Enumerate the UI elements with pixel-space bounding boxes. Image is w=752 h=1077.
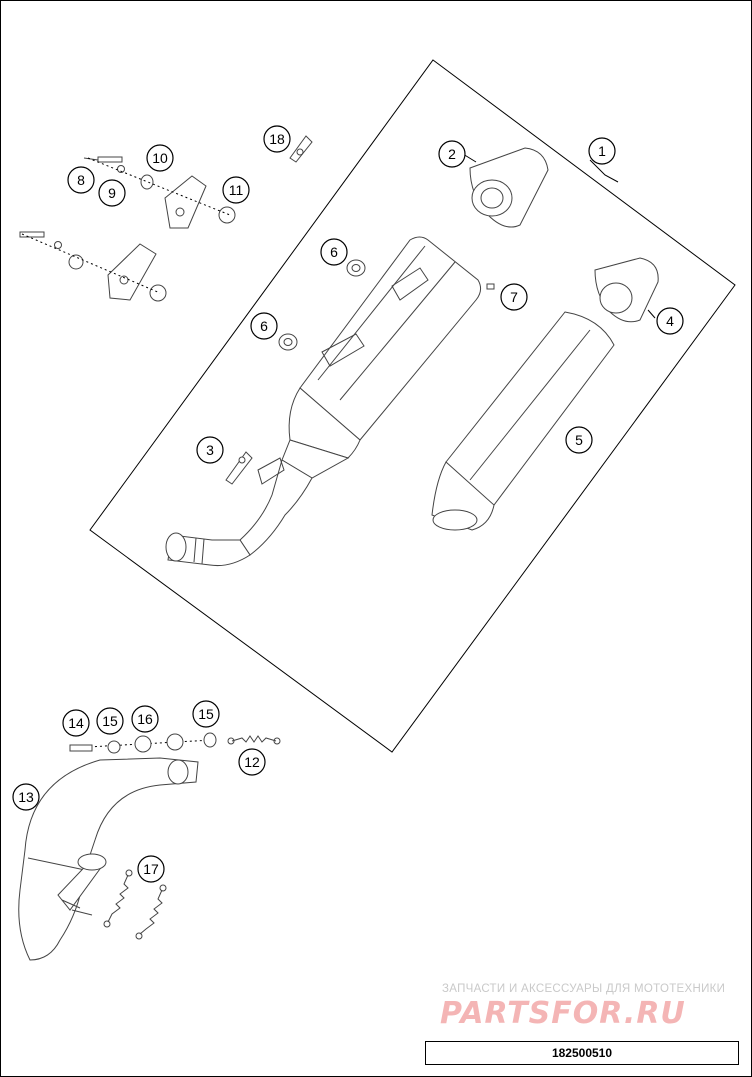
callout-6-lower[interactable]: 6 (250, 312, 278, 340)
watermark-logo: PARTSFOR.RU (440, 996, 686, 1031)
clamp-3 (225, 451, 253, 485)
callout-5[interactable]: 5 (565, 426, 593, 454)
callout-3[interactable]: 3 (196, 436, 224, 464)
callout-14[interactable]: 14 (62, 709, 90, 737)
svg-text:17: 17 (143, 861, 159, 877)
upper-bracket-set (83, 156, 236, 229)
spring-17a (103, 869, 133, 928)
callout-1[interactable]: 1 (588, 137, 616, 165)
svg-text:11: 11 (229, 182, 244, 198)
clamp-18 (289, 135, 313, 163)
svg-text:2: 2 (448, 146, 456, 162)
callout-15-right[interactable]: 15 (192, 700, 220, 728)
svg-text:10: 10 (152, 150, 168, 166)
svg-text:1: 1 (598, 143, 606, 159)
callout-16[interactable]: 16 (131, 705, 159, 733)
svg-text:8: 8 (77, 172, 85, 188)
callout-9[interactable]: 9 (98, 179, 126, 207)
callout-6-upper[interactable]: 6 (320, 238, 348, 266)
callout-17[interactable]: 17 (137, 855, 165, 883)
callout-13[interactable]: 13 (12, 783, 40, 811)
svg-text:14: 14 (68, 715, 84, 731)
callout-11[interactable]: 11 (222, 176, 250, 204)
assembly-outline (89, 59, 736, 753)
callout-8[interactable]: 8 (67, 166, 95, 194)
callout-2[interactable]: 2 (438, 140, 466, 168)
callout-7[interactable]: 7 (500, 283, 528, 311)
header-mount-hardware (69, 732, 217, 754)
callout-12[interactable]: 12 (238, 748, 266, 776)
svg-text:13: 13 (18, 789, 34, 805)
svg-text:5: 5 (575, 432, 583, 448)
spring-17b (135, 884, 167, 940)
header-pipe (18, 757, 199, 961)
svg-text:6: 6 (260, 318, 268, 334)
svg-text:7: 7 (510, 289, 518, 305)
silencer-assembly (165, 236, 482, 566)
lower-bracket-set (19, 231, 167, 302)
drawing-number: 182500510 (425, 1041, 739, 1065)
grommet-upper (346, 259, 366, 277)
watermark-tagline: ЗАПЧАСТИ И АКСЕССУАРЫ ДЛЯ МОТОТЕХНИКИ (442, 983, 726, 995)
callout-18[interactable]: 18 (263, 125, 291, 153)
spring-12 (227, 735, 281, 745)
grommet-lower (278, 333, 298, 351)
svg-text:15: 15 (102, 713, 118, 729)
svg-text:6: 6 (330, 244, 338, 260)
callout-15-left[interactable]: 15 (96, 707, 124, 735)
callout-10[interactable]: 10 (146, 144, 174, 172)
small-screw (486, 283, 495, 290)
svg-text:9: 9 (108, 185, 116, 201)
svg-text:18: 18 (269, 131, 285, 147)
silencer-sleeve (431, 311, 615, 531)
svg-text:3: 3 (206, 442, 214, 458)
svg-text:12: 12 (244, 754, 260, 770)
end-cap-small (594, 257, 659, 323)
callout-4[interactable]: 4 (656, 307, 684, 335)
svg-text:16: 16 (137, 711, 153, 727)
svg-text:15: 15 (198, 706, 214, 722)
svg-text:4: 4 (666, 313, 674, 329)
end-cap-large (469, 147, 549, 228)
